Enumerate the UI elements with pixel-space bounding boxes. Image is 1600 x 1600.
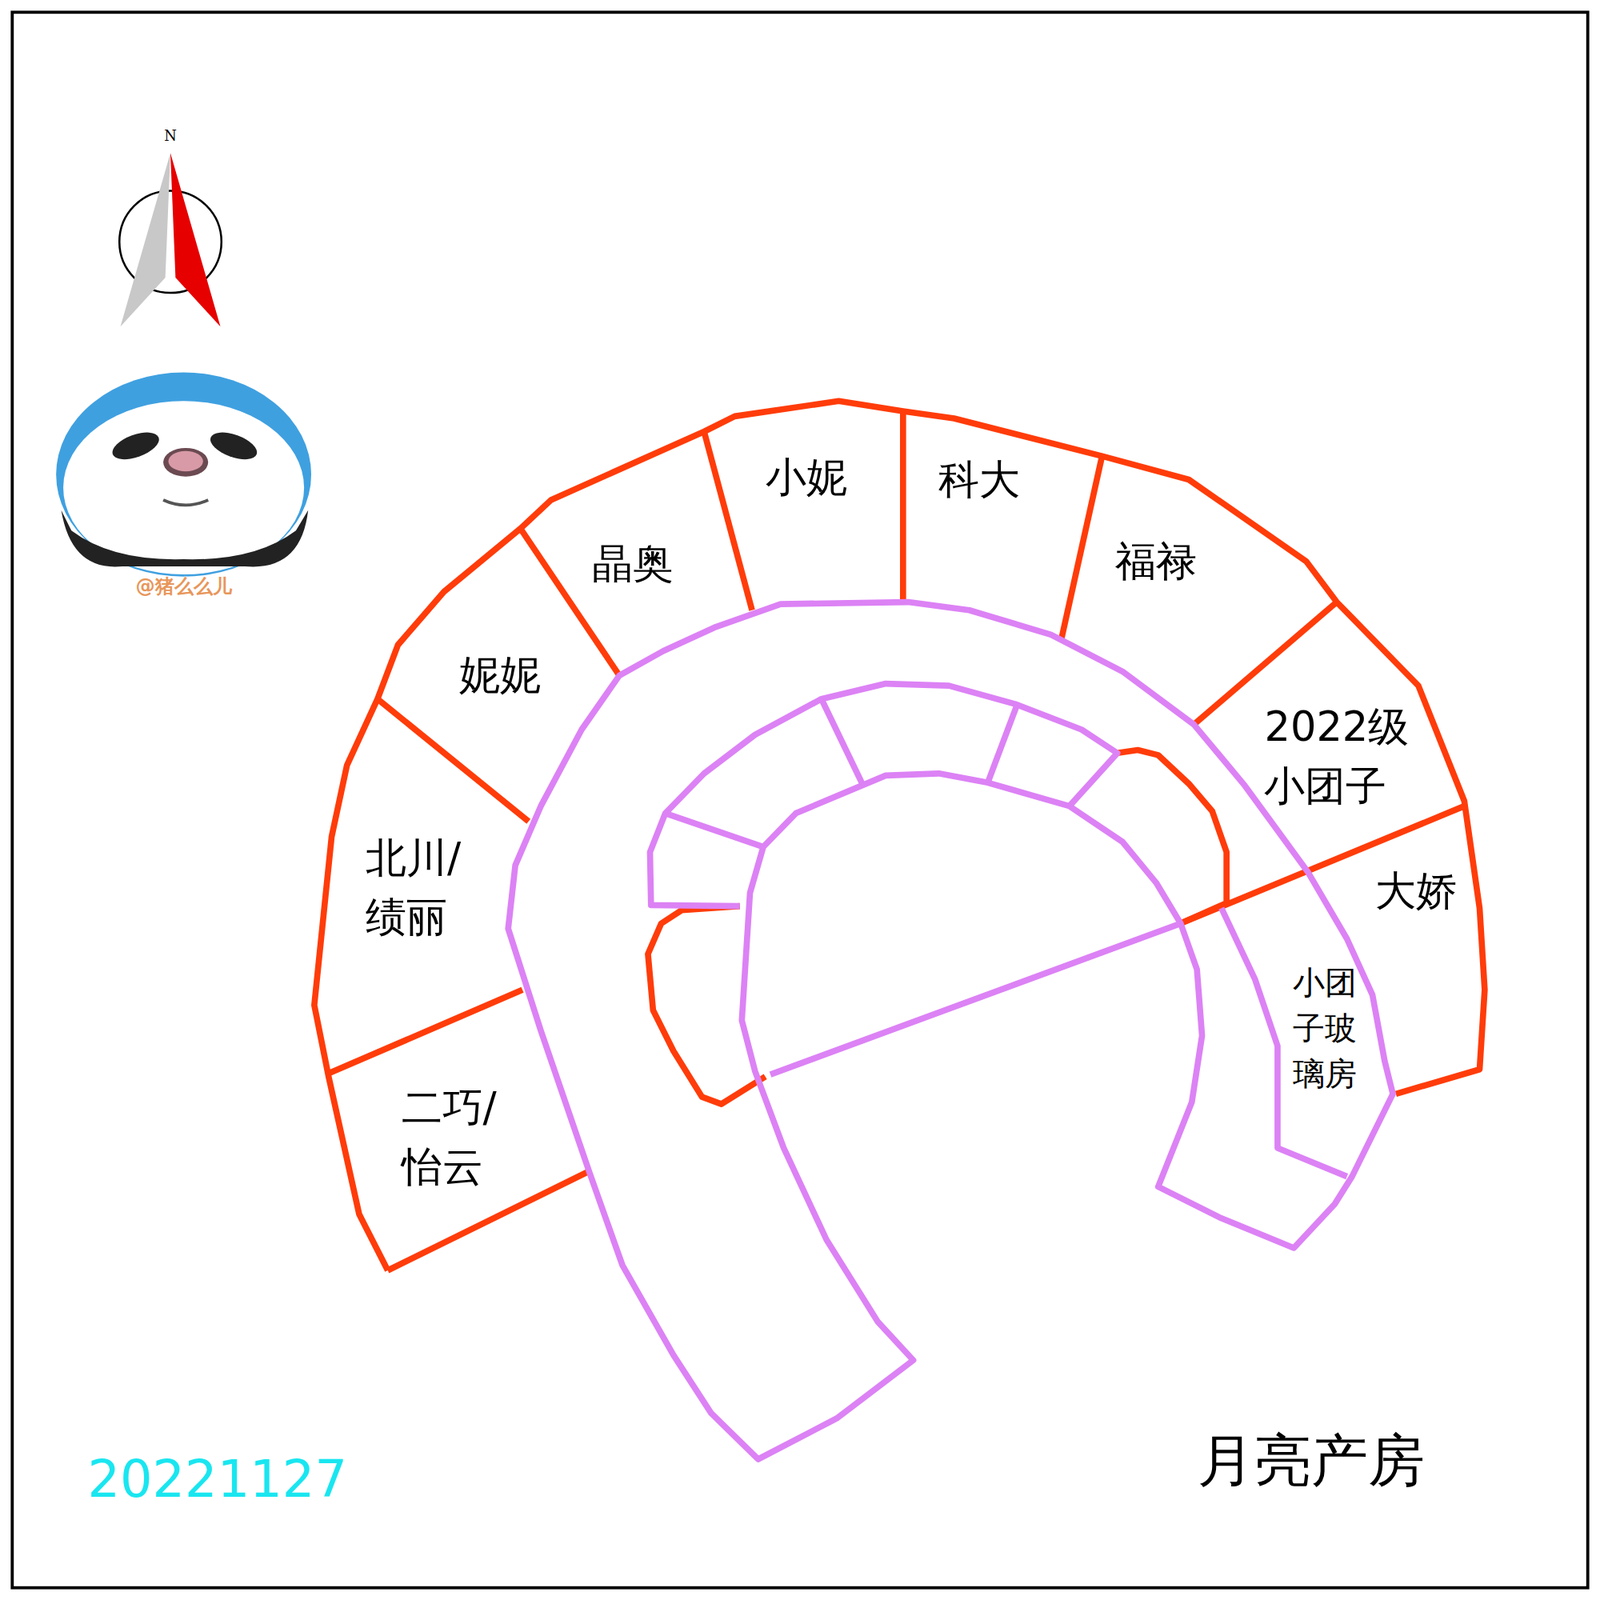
enclosure-name: 福禄	[1115, 532, 1197, 592]
frame	[12, 12, 1588, 1588]
date-label: 20221127	[87, 1451, 348, 1508]
enclosure-name: 北川/ 绩丽	[365, 828, 461, 948]
enclosure: 小妮	[765, 448, 848, 508]
enclosure: 2022级 小团子	[1264, 697, 1409, 816]
enclosure-name: 大娇	[1375, 861, 1457, 921]
enclosure-name: 科大	[938, 450, 1020, 510]
panda-face	[56, 372, 312, 577]
enclosure-name: 妮妮	[459, 645, 541, 705]
enclosure: 二巧/ 怡云	[401, 1078, 497, 1197]
enclosure: 福禄	[1115, 532, 1197, 592]
enclosure: 晶奥	[592, 534, 674, 594]
purple-corridors	[508, 602, 1393, 1460]
enclosure: 小团 子玻 璃房	[1292, 960, 1357, 1098]
enclosure: 妮妮	[459, 645, 541, 705]
enclosure: 北川/ 绩丽	[365, 828, 461, 948]
red-enclosures	[314, 400, 1485, 1271]
enclosure-name: 小妮	[765, 448, 848, 508]
enclosure: 科大	[938, 450, 1020, 510]
enclosure: 大娇	[1375, 861, 1457, 921]
enclosure-name: 小团 子玻 璃房	[1292, 960, 1357, 1098]
enclosure-name: 二巧/ 怡云	[401, 1078, 497, 1197]
north-label: N	[164, 128, 177, 144]
compass	[119, 152, 222, 327]
map-title: 月亮产房	[1197, 1429, 1425, 1493]
watermark: @猪么么儿	[135, 576, 232, 598]
enclosure-name: 晶奥	[592, 534, 674, 594]
enclosure-name: 2022级 小团子	[1264, 697, 1409, 816]
